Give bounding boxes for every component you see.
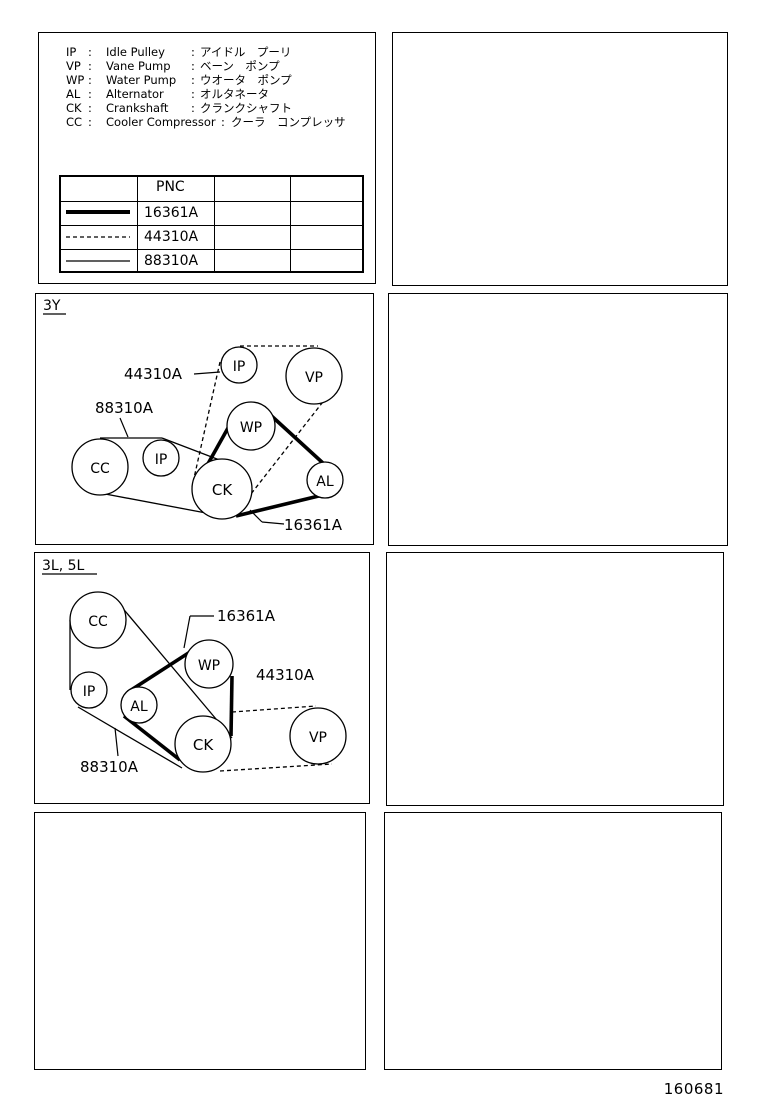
pulley-wp-3y: WP: [226, 401, 276, 451]
callout-88310a-3y: 88310A: [95, 399, 154, 417]
pnc-table: PNC 16361A 44310A 88310A: [59, 175, 364, 273]
diagram-title-3l5l: 3L, 5L: [42, 558, 85, 574]
legend-item-vp: VP : Vane Pump : ベーン ポンプ: [66, 59, 280, 73]
pulley-ck-3l5l: CK: [174, 715, 232, 773]
pulley-wp-3l5l: WP: [184, 639, 234, 689]
pulley-label: IP: [155, 452, 168, 468]
pulley-vp-3y: VP: [285, 347, 343, 405]
empty-panel-mid-right-2: [386, 552, 724, 806]
pulley-label: IP: [83, 684, 96, 700]
legend-item-ck: CK : Crankshaft : クランクシャフト: [66, 101, 292, 115]
pulley-ip-lower-3y: IP: [142, 439, 180, 477]
pulley-label: CC: [90, 461, 110, 477]
belt-44310a-3l5l: [219, 705, 333, 772]
diagram-panel-3y: [35, 293, 374, 545]
callout-88310a-3l5l: 88310A: [80, 758, 139, 776]
empty-panel-top-right: [392, 32, 728, 286]
legend-item-cc: CC : Cooler Compressor : クーラ コンプレッサ: [66, 115, 346, 129]
empty-panel-mid-right-1: [388, 293, 728, 546]
legend-item-al: AL : Alternator : オルタネータ: [66, 87, 269, 101]
pulley-label: WP: [198, 658, 220, 674]
belt-88310a-3l5l: [69, 604, 233, 769]
pnc-row-dashed: 44310A: [61, 225, 362, 249]
pulley-label: VP: [309, 730, 327, 746]
callout-44310a-3y: 44310A: [124, 365, 183, 383]
pulley-al-3l5l: AL: [120, 686, 158, 724]
pulley-cc-3l5l: CC: [69, 591, 127, 649]
pulley-ip-3l5l: IP: [70, 671, 108, 709]
pulley-ip-upper-3y: IP: [220, 346, 258, 384]
pnc-row-thin: 88310A: [61, 249, 362, 273]
pulley-label: CK: [212, 481, 233, 499]
pnc-code: 44310A: [144, 229, 199, 245]
pulley-label: VP: [305, 370, 323, 386]
pulley-label: AL: [130, 699, 148, 715]
pulley-label: WP: [240, 420, 262, 436]
pulley-label: CC: [88, 614, 108, 630]
empty-panel-bottom-right: [384, 812, 722, 1070]
callout-16361a-3l5l: 16361A: [217, 607, 276, 625]
reference-number: 160681: [663, 1080, 724, 1098]
callout-44310a-3l5l: 44310A: [256, 666, 315, 684]
belt-44310a-3y: [191, 345, 341, 509]
pulley-cc-3y: CC: [71, 438, 129, 496]
pnc-code: 16361A: [144, 205, 199, 221]
empty-panel-bottom-left: [34, 812, 366, 1070]
legend-item-wp: WP : Water Pump : ウオータ ポンプ: [66, 73, 292, 87]
pnc-code: 88310A: [144, 253, 199, 269]
pnc-header: PNC: [156, 179, 185, 195]
legend-item-ip: IP : Idle Pulley : アイドル プーリ: [66, 45, 292, 59]
pulley-label: IP: [233, 359, 246, 375]
diagram-title-3y: 3Y: [43, 298, 61, 314]
pulley-label: CK: [193, 736, 214, 754]
pulley-al-3y: AL: [306, 461, 344, 499]
pulley-ck-3y: CK: [191, 458, 253, 520]
pulley-label: AL: [316, 474, 334, 490]
pulley-vp-3l5l: VP: [289, 707, 347, 765]
belt-16361a-3l5l: [122, 650, 234, 762]
callout-16361a-3y: 16361A: [284, 516, 343, 534]
pnc-row-thick: 16361A: [61, 201, 362, 225]
legend-panel: [38, 32, 376, 284]
